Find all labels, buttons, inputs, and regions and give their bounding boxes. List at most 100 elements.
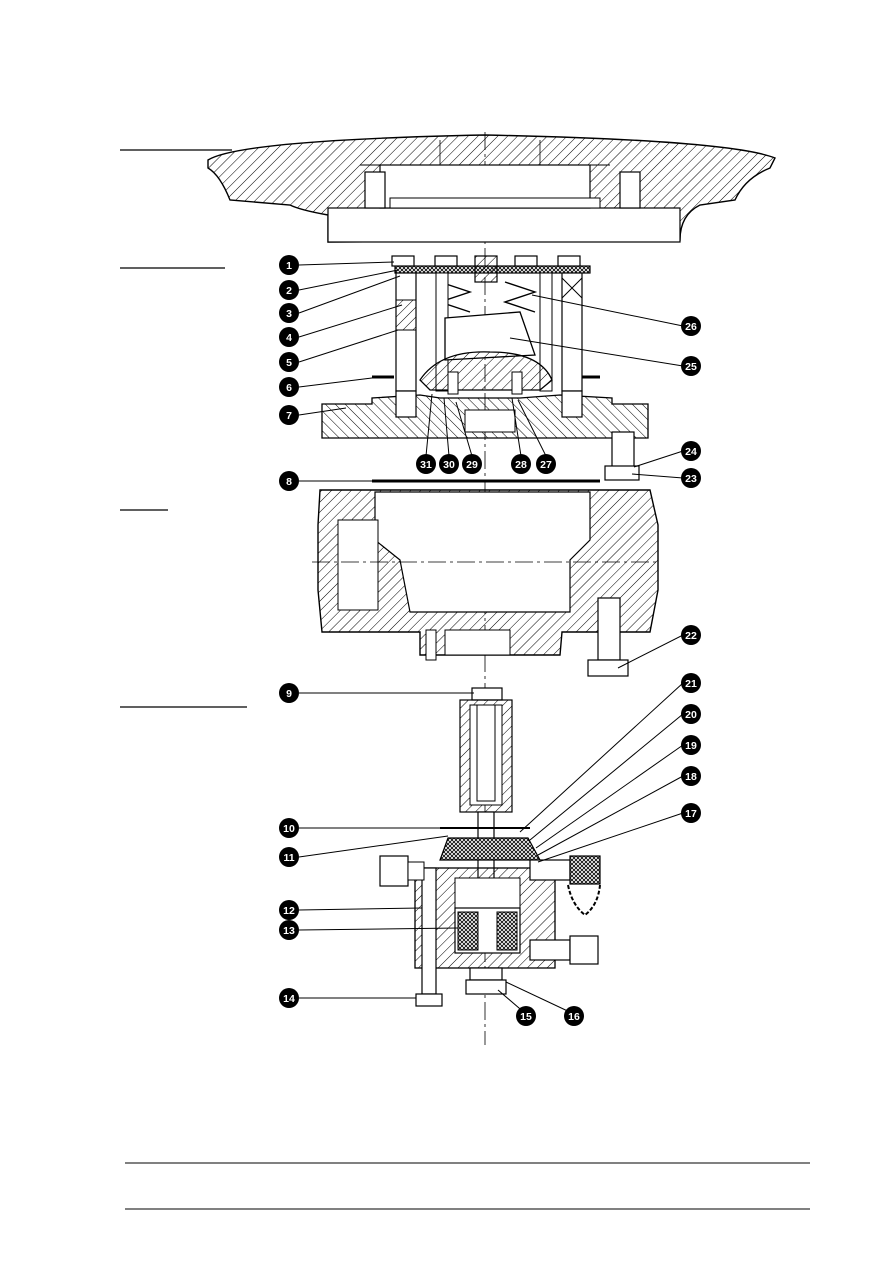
callout-2: 2 [279,280,299,300]
callout-3: 3 [279,303,299,323]
callout-15: 15 [516,1006,536,1026]
callout-circle [681,766,701,786]
callout-circle [681,441,701,461]
callout-20: 20 [681,704,701,724]
callout-29: 29 [462,454,482,474]
callout-circle [416,454,436,474]
callout-circle [516,1006,536,1026]
callout-13: 13 [279,920,299,940]
callout-circle [439,454,459,474]
callout-number: 9 [286,688,292,700]
callout-number: 8 [286,476,292,488]
callout-circle [279,900,299,920]
callout-circle [536,454,556,474]
callout-25: 25 [681,356,701,376]
callout-number: 18 [685,771,697,783]
callout-number: 12 [283,905,295,917]
callout-28: 28 [511,454,531,474]
callout-18: 18 [681,766,701,786]
callout-number: 1 [286,260,292,272]
callout-11: 11 [279,847,299,867]
callout-8: 8 [279,471,299,491]
callout-number: 20 [685,709,697,721]
callout-number: 16 [568,1011,580,1023]
callout-7: 7 [279,405,299,425]
valve-body [312,489,660,677]
callout-number: 30 [443,459,455,471]
callout-number: 24 [685,446,697,458]
callout-number: 29 [466,459,478,471]
callout-circle [279,920,299,940]
callout-22: 22 [681,625,701,645]
callout-circle [279,683,299,703]
callout-number: 3 [286,308,292,320]
leader-lines [298,261,684,1015]
callout-number: 31 [420,459,432,471]
callout-circle [681,704,701,724]
callout-number: 5 [286,357,292,369]
callout-circle [681,803,701,823]
callout-4: 4 [279,327,299,347]
callout-number: 21 [685,678,697,690]
actuator-assembly [379,687,601,1007]
callout-12: 12 [279,900,299,920]
callout-24: 24 [681,441,701,461]
callout-circle [681,673,701,693]
callout-30: 30 [439,454,459,474]
callout-number: 11 [283,852,294,864]
callout-circle [279,405,299,425]
callout-circle [279,988,299,1008]
callout-circle [681,468,701,488]
callout-circle [279,327,299,347]
callout-circle [279,847,299,867]
callout-circle [279,352,299,372]
callout-circle [681,356,701,376]
callout-10: 10 [279,818,299,838]
callout-number: 23 [685,473,697,485]
callout-number: 4 [286,332,292,344]
callout-number: 14 [283,993,295,1005]
callout-9: 9 [279,683,299,703]
callout-circle [511,454,531,474]
callout-number: 27 [540,459,552,471]
callout-number: 15 [520,1011,532,1023]
callout-31: 31 [416,454,436,474]
callout-number: 2 [286,285,292,297]
callout-14: 14 [279,988,299,1008]
callout-number: 7 [286,410,292,422]
callout-circle [279,280,299,300]
callout-23: 23 [681,468,701,488]
callout-circle [681,316,701,336]
callout-number: 17 [685,808,697,820]
callout-number: 25 [685,361,697,373]
callout-number: 13 [283,925,295,937]
callout-number: 19 [685,740,697,752]
callout-number: 10 [283,823,295,835]
callout-circle [462,454,482,474]
callout-number: 6 [286,382,292,394]
callout-16: 16 [564,1006,584,1026]
callout-5: 5 [279,352,299,372]
top-cover [207,134,776,243]
callout-circle [681,625,701,645]
callout-26: 26 [681,316,701,336]
callout-circle [564,1006,584,1026]
callout-circle [279,303,299,323]
callout-circle [279,377,299,397]
callout-number: 28 [515,459,527,471]
callout-circle [279,255,299,275]
callout-number: 22 [685,630,697,642]
callout-27: 27 [536,454,556,474]
callout-circle [681,735,701,755]
callout-19: 19 [681,735,701,755]
callout-1: 1 [279,255,299,275]
callout-6: 6 [279,377,299,397]
callout-17: 17 [681,803,701,823]
callout-21: 21 [681,673,701,693]
callout-number: 26 [685,321,697,333]
callout-circle [279,818,299,838]
callout-circle [279,471,299,491]
